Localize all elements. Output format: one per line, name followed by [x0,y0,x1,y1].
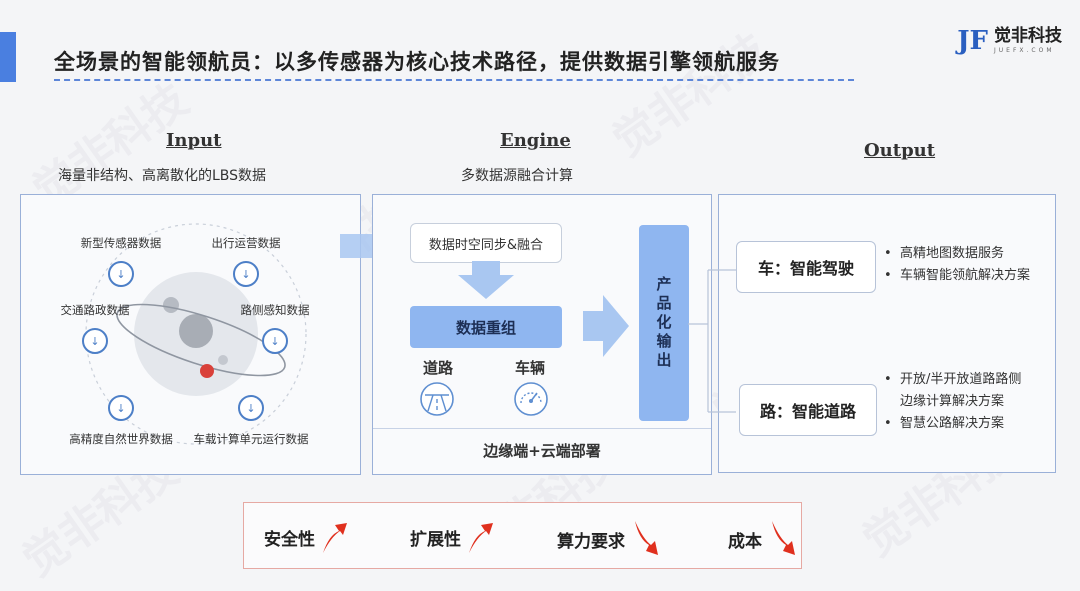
engine-subtitle: 多数据源融合计算 [461,168,573,184]
node-label: 车载计算单元运行数据 [193,432,309,446]
vehicle-label: 车辆 [515,359,546,377]
input-node-travel-ops: 出行运营数据 ↓ [176,235,316,287]
engine-title: Engine [500,130,571,151]
download-circle-icon: ↓ [108,395,134,421]
metric-compute-requirement: 算力要求 [557,519,659,559]
road-icon [420,382,454,416]
bullet-text: 高精地图数据服务 [900,246,1005,261]
watermark: 觉非科技 [603,24,778,168]
product-output-label: 产品化输出 [654,275,673,371]
output-car-bullets: •高精地图数据服务 •车辆智能领航解决方案 [884,243,1030,287]
input-node-hd-world: ↓ 高精度自然世界数据 [51,395,191,447]
data-reorg-block: 数据重组 [410,306,562,348]
deploy-label: 边缘端+云端部署 [483,442,601,460]
page-title: 全场景的智能领航员：以多传感器为核心技术路径，提供数据引擎领航服务 [54,50,780,74]
bullet-item: •车辆智能领航解决方案 [884,265,1030,287]
node-label: 出行运营数据 [211,236,281,250]
metric-safety: 安全性 [264,519,349,555]
download-circle-icon: ↓ [82,328,108,354]
metric-cost: 成本 [728,519,796,559]
flow-arrow-down-icon [458,261,514,299]
node-label: 新型传感器数据 [80,236,162,250]
title-accent-bar [0,32,16,82]
metric-label: 算力要求 [557,531,625,552]
trend-down-icon [772,521,795,555]
bullet-text: 边缘计算解决方案 [900,394,1005,409]
bullet-item: •高精地图数据服务 [884,243,1030,265]
trend-down-icon [635,521,658,555]
metric-label: 扩展性 [410,529,461,550]
metric-label: 安全性 [264,529,315,550]
download-circle-icon: ↓ [262,328,288,354]
input-node-new-sensor: 新型传感器数据 ↓ [51,235,191,287]
bullet-text: 开放/半开放道路路侧 [900,372,1022,387]
flow-arrow-right-icon [583,295,629,357]
bullet-item: •开放/半开放道路路侧 [884,369,1021,391]
node-label: 高精度自然世界数据 [69,432,173,446]
company-logo: JF 觉非科技 JUEFX.COM [957,26,1062,56]
input-title: Input [166,130,222,151]
output-car-chip: 车：智能驾驶 [736,241,876,293]
output-road-bullets: •开放/半开放道路路侧 边缘计算解决方案 •智慧公路解决方案 [884,369,1021,435]
output-connector [688,269,736,413]
bullet-text: 车辆智能领航解决方案 [900,268,1031,283]
output-title: Output [864,140,936,161]
download-circle-icon: ↓ [233,261,259,287]
orbit-illustration [85,223,307,445]
input-node-roadside-sensing: 路侧感知数据 ↓ [205,302,345,354]
trend-up-icon [469,523,493,553]
logo-name-cn: 觉非科技 [994,26,1062,46]
engine-panel: 数据时空同步&融合 数据重组 道路 车辆 产品化输出 边缘端+云端部署 [372,194,712,475]
engine-divider [373,428,711,429]
download-circle-icon: ↓ [238,395,264,421]
logo-name-en: JUEFX.COM [994,47,1055,54]
bullet-item: •智慧公路解决方案 [884,413,1021,435]
trend-up-icon [323,523,347,553]
metrics-panel: 安全性 扩展性 算力要求 成本 [243,502,802,569]
input-panel: 新型传感器数据 ↓ 出行运营数据 ↓ 交通路政数据 ↓ 路侧感知数据 ↓ ↓ 高… [20,194,361,475]
logo-text: 觉非科技 JUEFX.COM [994,28,1062,54]
road-label: 道路 [423,359,454,377]
speedometer-icon [514,382,548,416]
metric-scalability: 扩展性 [410,519,495,555]
output-road-chip: 路：智能道路 [739,384,877,436]
bullet-text: 智慧公路解决方案 [900,416,1005,431]
product-output-block: 产品化输出 [639,225,689,421]
input-subtitle: 海量非结构、高离散化的LBS数据 [58,168,267,184]
input-node-vehicle-compute: ↓ 车载计算单元运行数据 [181,395,321,447]
bullet-item: 边缘计算解决方案 [884,391,1021,413]
node-label: 交通路政数据 [60,303,130,317]
title-underline [54,79,854,81]
input-node-traffic-admin: 交通路政数据 ↓ [25,302,165,354]
node-label: 路侧感知数据 [240,303,310,317]
sync-fusion-box: 数据时空同步&融合 [410,223,562,263]
download-circle-icon: ↓ [108,261,134,287]
logo-mark: JF [957,26,988,56]
metric-label: 成本 [728,531,762,552]
